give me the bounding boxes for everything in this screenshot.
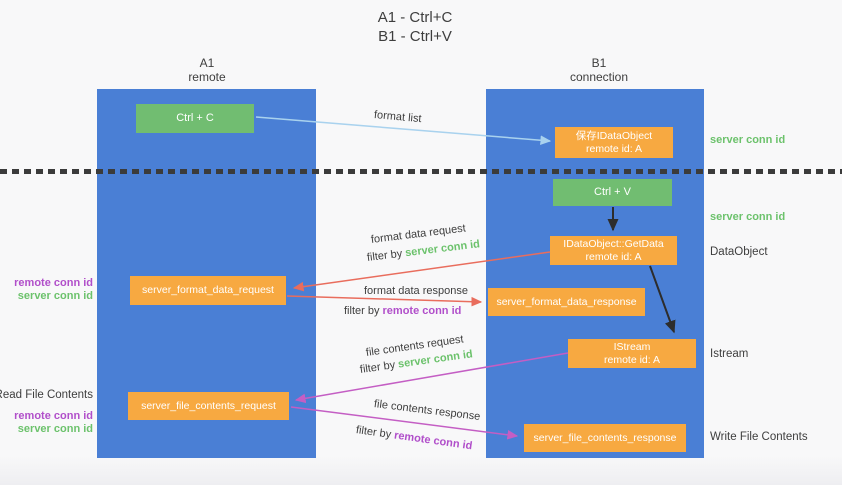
title-line-2: B1 - Ctrl+V	[378, 28, 452, 45]
filter-by-text: filter by	[359, 358, 399, 376]
node-save-idataobject: 保存IDataObject remote id: A	[555, 127, 673, 158]
format-response-label: server_format_data_response	[496, 295, 637, 308]
edge-label-format-list: format list	[373, 109, 423, 126]
lifeline-b1-name: B1	[591, 56, 607, 70]
right-label-dataobject: DataObject	[710, 246, 768, 258]
lifeline-header-a1: A1 remote	[147, 56, 267, 84]
istream-line1: IStream	[613, 340, 651, 353]
save-idataobject-line1: 保存IDataObject	[575, 129, 653, 142]
node-server-format-data-request: server_format_data_request	[130, 276, 286, 305]
node-idataobject-getdata: IDataObject::GetData remote id: A	[550, 236, 677, 265]
ctrl-v-label: Ctrl + V	[594, 186, 631, 198]
getdata-line2: remote id: A	[585, 250, 642, 263]
node-server-file-contents-response: server_file_contents_response	[524, 424, 686, 452]
right-label-write-file-contents: Write File Contents	[710, 431, 808, 443]
lifeline-a1-role: remote	[188, 70, 226, 84]
left-label-remote-conn-id-format: remote conn id	[14, 277, 93, 289]
title-line-1: A1 - Ctrl+C	[377, 9, 453, 26]
left-label-read-file-contents: Read File Contents	[0, 389, 93, 401]
filter-by-text: filter by	[344, 305, 383, 317]
lifeline-header-b1: B1 connection	[539, 56, 659, 84]
format-request-label: server_format_data_request	[142, 284, 274, 296]
left-label-server-conn-id-format: server conn id	[17, 290, 93, 302]
node-server-file-contents-request: server_file_contents_request	[128, 392, 289, 420]
right-label-istream: Istream	[710, 348, 749, 360]
node-ctrl-c: Ctrl + C	[136, 104, 254, 133]
lifeline-b1-role: connection	[569, 70, 629, 84]
ctrl-c-label: Ctrl + C	[176, 112, 214, 124]
file-request-label: server_file_contents_request	[141, 399, 276, 412]
right-label-server-conn-id-top: server conn id	[710, 134, 786, 146]
left-label-remote-conn-id-file: remote conn id	[14, 410, 93, 422]
edge-label-file-contents-response: file contents response	[373, 398, 481, 423]
left-label-server-conn-id-file: server conn id	[17, 423, 93, 435]
edge-label-filter-file-response: filter by remote conn id	[355, 424, 473, 452]
getdata-line1: IDataObject::GetData	[563, 237, 664, 250]
node-server-format-data-response: server_format_data_response	[488, 288, 645, 316]
server-conn-id-text: server conn id	[404, 238, 481, 260]
file-response-label: server_file_contents_response	[533, 431, 677, 444]
diagram-title: A1 - Ctrl+C B1 - Ctrl+V	[0, 8, 830, 46]
node-ctrl-v: Ctrl + V	[553, 179, 672, 206]
node-istream: IStream remote id: A	[568, 339, 696, 368]
save-idataobject-line2: remote id: A	[585, 142, 643, 155]
edge-label-format-data-response: format data response	[364, 285, 468, 297]
istream-line2: remote id: A	[603, 353, 661, 366]
lifeline-a1-name: A1	[199, 56, 215, 70]
right-label-server-conn-id-mid: server conn id	[710, 211, 786, 223]
remote-conn-id-text: remote conn id	[382, 305, 462, 317]
dotted-separator-line	[0, 169, 842, 174]
edge-label-filter-format-response: filter by remote conn id	[344, 305, 461, 317]
remote-conn-id-text: remote conn id	[393, 429, 474, 453]
filter-by-text: filter by	[366, 247, 406, 264]
filter-by-text: filter by	[355, 424, 395, 442]
